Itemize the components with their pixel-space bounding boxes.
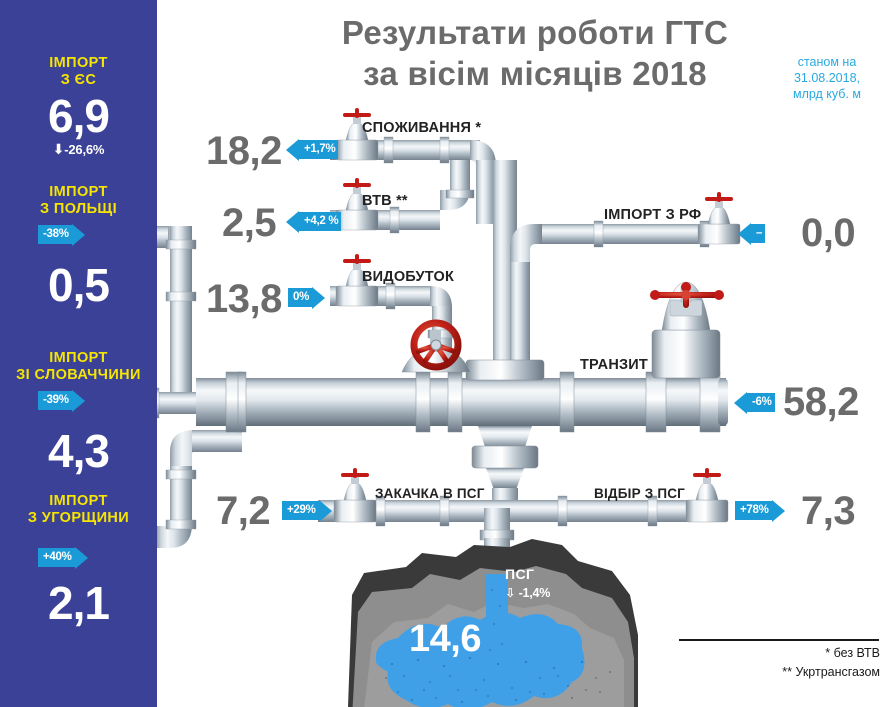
page-title-line2: за вісім місяців 2018 <box>363 55 707 92</box>
sidebar-item-import-slovakia[interactable]: ІМПОРТ ЗІ СЛОВАЧЧИНИ <box>0 350 157 384</box>
transit-delta-value: -6% <box>747 393 775 412</box>
import-slovakia-delta-value: -39% <box>38 391 72 410</box>
injection-delta-value: +29% <box>282 501 319 520</box>
injection-value: 7,2 <box>216 489 271 533</box>
import-hungary-value-wrap: 2,1 <box>0 580 157 626</box>
production-delta-chip: 0% <box>288 286 326 309</box>
underground-storage <box>348 539 638 707</box>
import-rf-delta-chip: – <box>738 222 766 245</box>
injection-delta-chip: +29% <box>282 499 332 522</box>
import-slovakia-value: 4,3 <box>48 425 110 477</box>
trunk-gate-valve <box>401 319 471 373</box>
arrow-right-icon <box>312 286 326 309</box>
arrow-right-icon <box>74 546 88 569</box>
import-slovakia-value-wrap: 4,3 <box>0 428 157 474</box>
arrow-left-icon <box>734 391 747 414</box>
psg-manifold-pipes <box>318 495 706 576</box>
withdrawal-delta-value: +78% <box>735 501 772 520</box>
storage-delta-value: -1,4% <box>518 586 551 600</box>
storage-label: ПСГ <box>505 566 535 582</box>
import-eu-caption: ІМПОРТ З ЄС <box>49 55 108 88</box>
import-rf-delta-value: – <box>751 224 766 243</box>
import-rf-value: 0,0 <box>801 211 856 255</box>
consumption-delta-chip: +1,7% <box>286 138 339 161</box>
import-eu-delta: ⬇-26,6% <box>0 141 157 158</box>
arrow-left-icon <box>286 210 299 233</box>
page-title-line1: Результати роботи ГТС <box>341 14 729 51</box>
footnotes: * без ВТВ ** Укртрансгазом <box>640 644 880 682</box>
vtv-label: ВТВ ** <box>362 193 408 209</box>
import-sidebar <box>0 0 157 707</box>
sidebar-item-import-poland[interactable]: ІМПОРТ З ПОЛЬЩІ <box>0 184 157 218</box>
import-poland-value: 0,5 <box>48 259 110 311</box>
withdrawal-delta-chip: +78% <box>735 499 785 522</box>
import-poland-value-wrap: 0,5 <box>0 262 157 308</box>
arrow-right-icon <box>318 499 332 522</box>
page-title: Результати роботи ГТС за вісім місяців 2… <box>300 12 770 94</box>
production-delta-value: 0% <box>288 288 313 307</box>
arrow-down-icon: ⇩ <box>505 586 516 600</box>
main-trunk-pipe <box>196 319 728 508</box>
import-rf-label: ІМПОРТ З РФ <box>604 207 702 223</box>
import-poland-delta-chip: -38% <box>38 223 85 246</box>
production-value: 13,8 <box>206 277 282 321</box>
arrow-left-icon <box>286 138 299 161</box>
import-hungary-delta-chip: +40% <box>38 546 88 569</box>
transit-gate-valve <box>650 281 724 379</box>
sidebar-item-import-eu[interactable]: ІМПОРТ З ЄС 6,9 ⬇-26,6% <box>0 55 157 158</box>
production-label: ВИДОБУТОК <box>362 269 455 285</box>
transit-delta-chip: -6% <box>734 391 775 414</box>
vtv-delta-value: +4,2 % <box>299 212 342 231</box>
footnote-one: * без ВТВ <box>825 646 880 660</box>
import-slovakia-caption: ІМПОРТ ЗІ СЛОВАЧЧИНИ <box>16 350 141 383</box>
arrow-right-icon <box>71 223 85 246</box>
vtv-delta-chip: +4,2 % <box>286 210 342 233</box>
import-poland-delta-value: -38% <box>38 225 72 244</box>
arrow-left-icon <box>738 222 751 245</box>
arrow-down-icon: ⬇ <box>52 141 65 157</box>
consumption-value: 18,2 <box>206 129 282 173</box>
import-eu-value: 6,9 <box>48 90 110 142</box>
import-hungary-caption: ІМПОРТ З УГОРЩИНИ <box>27 493 130 526</box>
import-eu-delta-value: -26,6% <box>64 142 105 157</box>
import-hungary-delta-value: +40% <box>38 548 75 567</box>
withdrawal-value: 7,3 <box>801 489 856 533</box>
import-slovakia-delta-chip: -39% <box>38 389 85 412</box>
as-of-note: станом на 31.08.2018, млрд куб. м <box>792 55 862 101</box>
import-poland-caption: ІМПОРТ З ПОЛЬЩІ <box>39 184 118 217</box>
footnote-two: ** Укртрансгазом <box>782 665 880 679</box>
import-hungary-value: 2,1 <box>48 577 110 629</box>
transit-value: 58,2 <box>783 380 859 424</box>
storage-delta: ⇩ -1,4% <box>505 585 550 600</box>
vtv-value: 2,5 <box>222 201 277 245</box>
arrow-right-icon <box>71 389 85 412</box>
storage-value: 14,6 <box>409 618 481 660</box>
consumption-label: СПОЖИВАННЯ * <box>362 120 482 136</box>
injection-label: ЗАКАЧКА В ПСГ <box>375 486 485 501</box>
arrow-right-icon <box>771 499 785 522</box>
consumption-delta-value: +1,7% <box>299 140 339 159</box>
footnote-divider <box>679 639 879 641</box>
transit-label: ТРАНЗИТ <box>580 357 648 373</box>
sidebar-item-import-hungary[interactable]: ІМПОРТ З УГОРЩИНИ <box>0 493 157 527</box>
withdrawal-label: ВІДБІР З ПСГ <box>594 486 686 501</box>
